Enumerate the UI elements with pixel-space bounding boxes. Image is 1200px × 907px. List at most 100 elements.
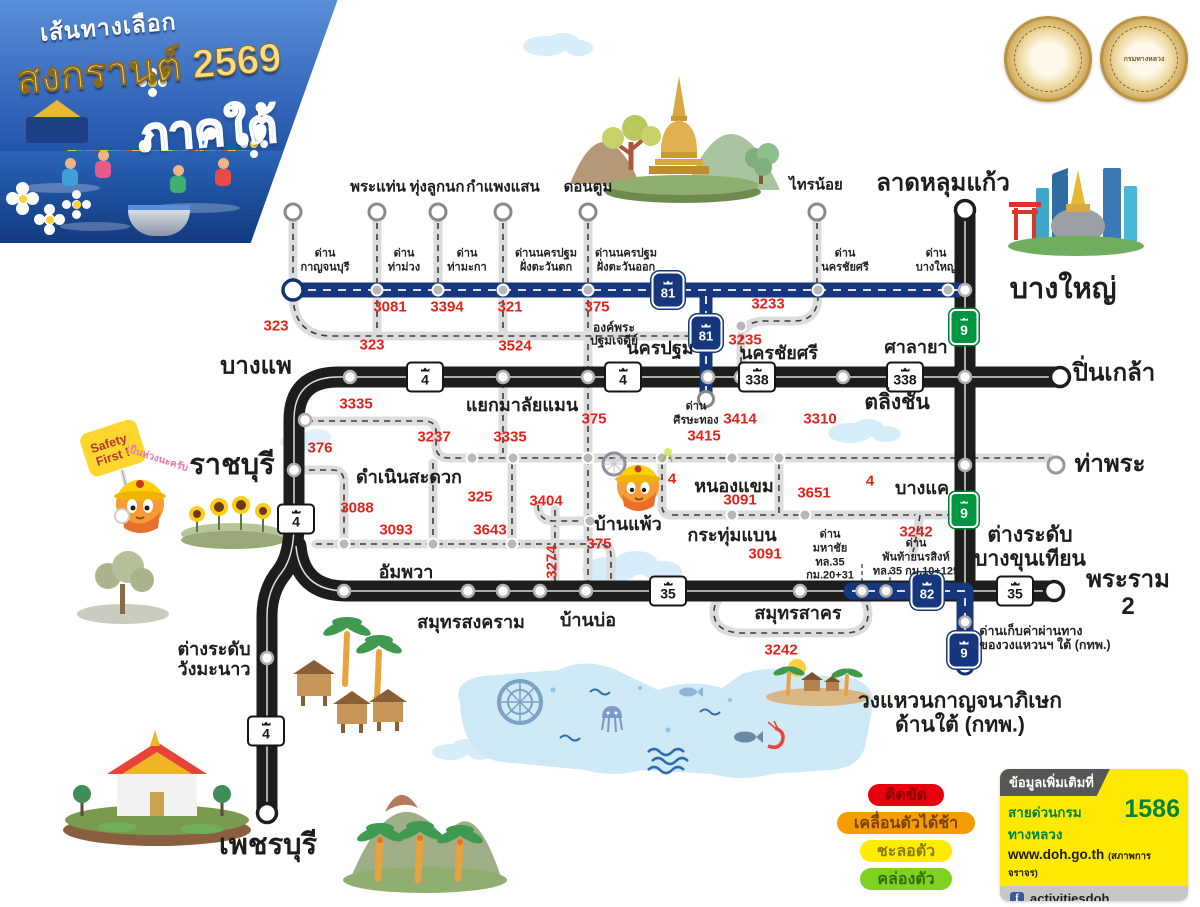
doh-mascot-badminton [601,448,673,511]
map-label: เพชรบุรี [218,828,318,861]
map-label: ด่าน ศีรษะทอง [673,400,719,426]
map-label: 3335 [339,395,373,413]
map-label: ต่างระดับ วังมะนาว [177,638,251,679]
map-label: ด่านนครปฐม ฝั่งตะวันออก [595,247,657,273]
map-label: 3088 [340,499,374,517]
tree-illustration [77,551,169,624]
map-label: 3394 [430,298,464,316]
map-label: 375 [586,535,612,553]
map-label: 4 [865,472,875,490]
route-shield: 35 [996,575,1034,607]
map-label: ด่าน นครชัยศรี [821,247,869,273]
map-label: ท่าพระ [1074,450,1146,478]
route-shield: 35 [649,575,687,607]
legend-item: ชะลอตัว [859,840,953,862]
route-shield: 82 [910,572,944,610]
map-label: ปิ่นเกล้า [1072,359,1156,387]
island-icon [766,659,870,706]
map-label: 376 [307,439,333,457]
route-shield: 81 [689,314,723,352]
route-shield: 338 [738,361,776,393]
mountain-palms-illustration [343,794,507,893]
route-shield: 9 [949,309,979,345]
map-label: ไทรน้อย [789,176,843,194]
sunflower-field-illustration [181,496,285,549]
person-icon [95,150,111,184]
pagoda-mountain-illustration [570,76,780,203]
palms-huts-illustration [293,617,407,733]
map-label: 3091 [748,545,782,563]
map-label: ต่างระดับ บางขุนเทียน [974,523,1086,570]
map-label: วงแหวนกาญจนาภิเษก ด้านใต้ (กทพ.) [857,689,1063,736]
map-label: 3233 [751,295,785,313]
map-label: สมุทรสาคร [754,602,842,623]
facebook-icon [1010,891,1024,901]
bangkok-skyline-illustration [1008,168,1144,256]
route-shield: 4 [277,503,315,535]
route-shield: 4 [406,361,444,393]
flower-icon [16,192,29,205]
map-label: 3091 [723,491,757,509]
map-label: บางแพ [220,352,292,380]
map-label: ด่าน พันท้ายนรสิงห์ ทล.35 กม.10+125 [872,537,960,577]
traffic-legend: ติดขัดเคลื่อนตัวได้ช้าชะลอตัวคล่องตัว [836,784,976,890]
seal-text: กรมทางหลวง [1123,55,1165,63]
map-label: บางใหญ่ [1009,272,1117,305]
map-label: 3093 [379,521,413,539]
hotline-number: 1586 [1124,795,1180,823]
info-box: ข้อมูลเพิ่มเติมที่ สายด่วนกรมทางหลวง 158… [1000,769,1188,901]
flower-icon [148,78,157,87]
map-label: พระราม 2 [1086,566,1170,620]
sea-illustration [458,659,874,778]
map-label: 3274 [543,545,561,579]
temple-illustration [63,730,251,846]
map-label: 3310 [803,410,837,428]
map-label: ด่านนครปฐม ฝั่งตะวันตก [515,247,577,273]
flower-icon [72,200,81,209]
person-icon [215,158,231,192]
map-label: 3242 [764,641,798,659]
map-label: ลาดหลุมแก้ว [876,169,1010,197]
social-link-row[interactable]: activitiesdoh [1010,891,1178,901]
map-label: บ้านแพ้ว [594,513,662,534]
map-label: ด่าน ท่าม่วง [387,247,421,273]
map-label: 321 [497,298,523,316]
map-label: 3404 [529,492,563,510]
flower-icon [44,214,55,225]
route-shield: 9 [949,492,979,528]
map-label: ดำเนินสะดวก [356,466,462,487]
map-label: นครชัยศรี [740,342,818,363]
legend-item: ติดขัด [867,784,945,806]
map-label: ทุ่งลูกนก [409,178,465,196]
map-label: 3415 [687,427,721,445]
map-label: 3235 [728,331,762,349]
hotline-label: สายด่วนกรมทางหลวง [1008,805,1082,842]
route-shield: 9 [947,631,981,669]
map-label: องค์พระ ปฐมเจดีย์ [589,320,639,348]
fish-icon [679,687,763,743]
map-label: ด่าน ท่ามะกา [447,247,487,273]
waves-icon [559,688,721,775]
social-links: activitiesdoh departmentofhighway prdoh1 [1000,886,1188,901]
map-label: 3524 [498,337,532,355]
person-icon [170,165,186,199]
map-label: บ้านบ่อ [559,609,617,630]
map-label: ดอนตูม [563,178,613,196]
route-shield: 81 [651,271,685,309]
map-label: กระทุ่มแบน [687,524,777,545]
flower-icon [250,140,258,148]
map-label: นครปฐม [626,337,694,358]
route-shield: 4 [247,715,285,747]
social-handle: activitiesdoh [1030,891,1110,901]
route-shield: 338 [886,361,924,393]
map-label: 3335 [493,428,527,446]
map-label: บางแค [895,477,949,498]
website-url[interactable]: www.doh.go.th [1008,847,1105,862]
emblem-icon [497,679,543,725]
map-label: กำแพงแสน [466,178,540,196]
squid-icon [601,706,623,733]
shrimp-icon [767,720,785,750]
map-label: 323 [359,336,385,354]
